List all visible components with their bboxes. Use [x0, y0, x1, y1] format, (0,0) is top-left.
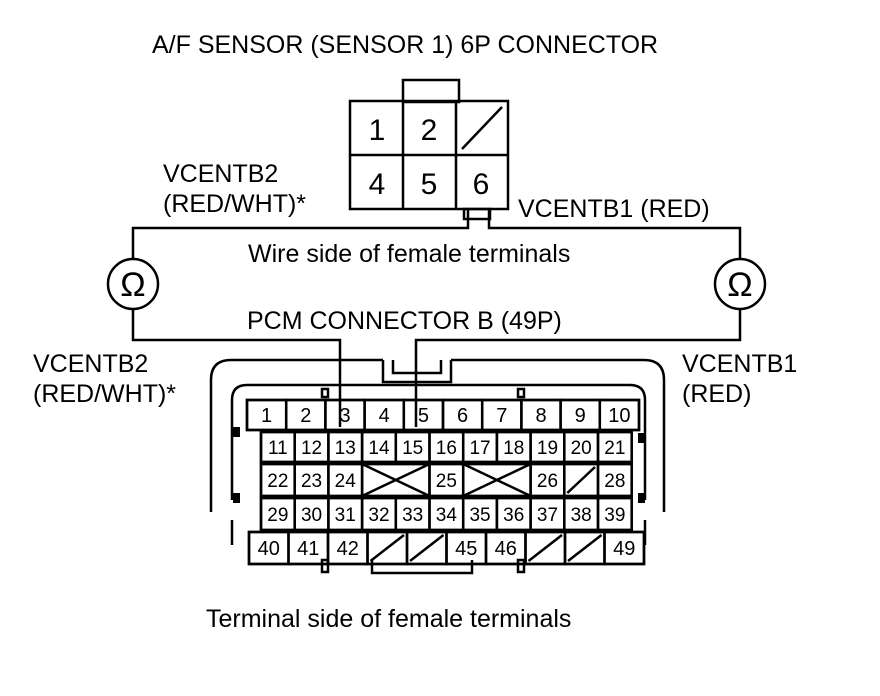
pcm-blank-mark [462, 462, 532, 498]
pcm-right-label-top: VCENTB1 [682, 350, 798, 378]
sensor-pin-6: 6 [473, 168, 490, 201]
pcm-terminal-number: 33 [402, 505, 423, 526]
sensor-connector-latch [401, 78, 461, 104]
left-wire-lower [131, 309, 342, 427]
pcm-terminal-number: 12 [301, 438, 322, 459]
pcm-terminal-number: 36 [503, 505, 524, 526]
pcm-terminal-number: 32 [368, 505, 389, 526]
pcm-terminal-number: 14 [368, 438, 390, 459]
pcm-terminal-number: 10 [608, 405, 630, 427]
pcm-terminal-number: 24 [335, 471, 357, 492]
pcm-terminal-cell [596, 430, 633, 464]
sensor-right-label: VCENTB1 (RED) [518, 195, 710, 223]
pcm-terminal-number: 9 [575, 405, 586, 427]
wire-side-caption: Wire side of female terminals [248, 240, 571, 268]
pcm-blank-cavity [563, 462, 600, 498]
sensor-left-label-bottom: (RED/WHT)* [163, 190, 307, 218]
pcm-inner-shell [230, 383, 647, 500]
pcm-terminal-number: 28 [604, 471, 625, 492]
pcm-blank-cavity [461, 462, 532, 498]
blank-cavity-slash [461, 106, 503, 150]
pcm-terminal-number: 18 [503, 438, 524, 459]
terminal-side-caption: Terminal side of female terminals [206, 605, 572, 633]
pcm-left-label-top: VCENTB2 [33, 350, 149, 378]
pcm-right-label-bottom: (RED) [682, 380, 752, 408]
sensor-pin-5: 5 [421, 168, 438, 201]
pcm-terminal-number: 23 [301, 471, 322, 492]
pcm-terminal-number: 11 [268, 438, 288, 459]
pcm-terminal-number: 4 [379, 405, 390, 427]
sensor-pin-4: 4 [369, 168, 386, 201]
pcm-terminal-number: 19 [537, 438, 558, 459]
pcm-terminal-number: 29 [267, 505, 288, 526]
pcm-blank-cavity [563, 530, 606, 566]
pcm-terminal-number: 1 [261, 405, 272, 427]
pcm-terminal-number: 42 [337, 538, 359, 560]
pcm-terminal-number: 16 [436, 438, 457, 459]
pcm-connector [209, 358, 666, 575]
pcm-terminal-number: 22 [267, 471, 288, 492]
pcm-terminal-number: 38 [571, 505, 592, 526]
pcm-terminal-number: 41 [297, 538, 319, 560]
pcm-terminal-grid [245, 398, 646, 566]
pcm-blank-mark [369, 534, 405, 562]
left-wire-upper [131, 209, 470, 258]
pcm-terminal-number: 15 [402, 438, 423, 459]
pcm-terminal-cell [598, 398, 641, 432]
pcm-terminal-number: 17 [469, 438, 490, 459]
pcm-blank-mark [409, 534, 445, 562]
pcm-lock-tab [381, 360, 453, 384]
pcm-terminal-number: 49 [613, 538, 635, 560]
pcm-terminal-number: 34 [436, 505, 458, 526]
pcm-blank-mark [361, 462, 431, 498]
pcm-terminal-number: 8 [535, 405, 546, 427]
pcm-terminal-number: 40 [258, 538, 280, 560]
sensor-left-label-top: VCENTB2 [163, 160, 279, 188]
pcm-terminal-number: 39 [604, 505, 625, 526]
right-ohm-symbol: Ω [727, 266, 752, 304]
pcm-blank-cavity [360, 462, 431, 498]
pcm-terminal-number: 37 [537, 505, 558, 526]
pcm-blank-cavity [405, 530, 448, 566]
pcm-terminal-cell [596, 496, 633, 532]
pcm-terminal-number: 2 [300, 405, 311, 427]
pcm-bottom-latch [370, 560, 474, 575]
sensor-pin-2: 2 [421, 114, 438, 147]
pcm-blank-mark [527, 534, 563, 562]
pcm-left-label-bottom: (RED/WHT)* [33, 380, 177, 408]
pcm-terminal-number: 5 [418, 405, 429, 427]
pcm-blank-mark [566, 466, 596, 494]
right-wire-lower [414, 309, 742, 427]
pcm-terminal-number: 3 [339, 405, 350, 427]
pcm-outer-shell [209, 358, 666, 512]
pcm-terminal-number: 45 [455, 538, 477, 560]
pcm-terminal-number: 26 [537, 471, 558, 492]
pcm-terminal-number: 20 [571, 438, 592, 459]
sensor-pin-1: 1 [369, 114, 386, 147]
pcm-terminal-number: 46 [495, 538, 517, 560]
pcm-terminal-number: 35 [469, 505, 490, 526]
left-ohm-symbol: Ω [120, 266, 145, 304]
pcm-title: PCM CONNECTOR B (49P) [247, 307, 562, 335]
pcm-terminal-number: 7 [496, 405, 507, 427]
pcm-blank-mark [567, 534, 603, 562]
pcm-terminal-number: 31 [335, 505, 356, 526]
sensor-connector [348, 78, 510, 221]
pcm-terminal-number: 6 [457, 405, 468, 427]
pcm-terminal-number: 13 [335, 438, 356, 459]
right-wire-upper [487, 209, 742, 258]
pcm-terminal-number: 30 [301, 505, 322, 526]
pcm-terminal-number: 21 [604, 438, 625, 459]
pcm-terminal-number: 25 [436, 471, 457, 492]
diagram-title: A/F SENSOR (SENSOR 1) 6P CONNECTOR [152, 31, 659, 59]
